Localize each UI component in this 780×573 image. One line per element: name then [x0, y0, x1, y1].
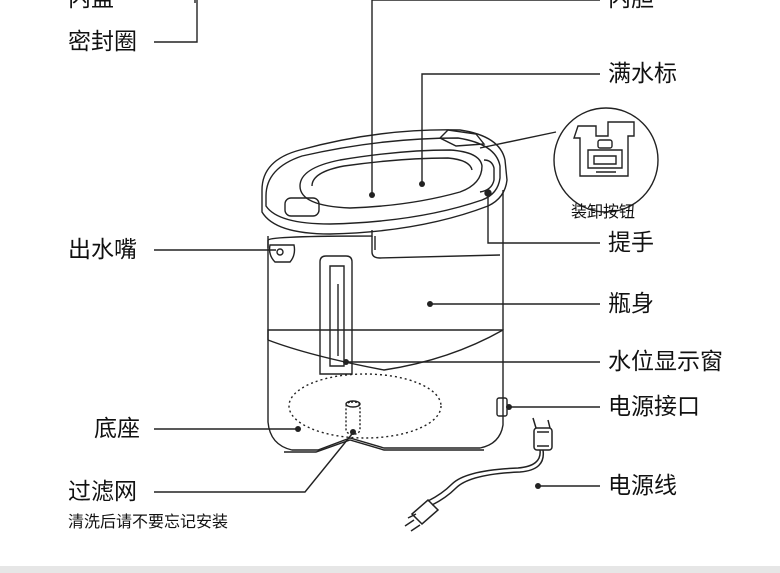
power-port-shape [496, 397, 508, 417]
filter-area-dotted [288, 373, 442, 439]
leader-gasket [154, 0, 198, 43]
dot-body [427, 301, 433, 307]
water-window-shape [319, 255, 353, 375]
label-power-port: 电源接口 [608, 394, 700, 420]
dot-filter [350, 429, 356, 435]
base-bottom-edge [284, 439, 484, 453]
spout-shape [268, 244, 296, 263]
label-lid: 内盖 [68, 0, 114, 12]
label-gasket: 密封圈 [68, 29, 137, 55]
cord-cable [431, 449, 545, 506]
leader-handle [487, 196, 600, 244]
bottom-divider-bar [0, 566, 780, 573]
label-base: 底座 [94, 416, 140, 442]
label-body: 瓶身 [608, 291, 654, 317]
dot-base [295, 426, 301, 432]
label-spout: 出水嘴 [68, 237, 137, 263]
leader-release [479, 131, 557, 149]
lid-button [284, 197, 320, 217]
label-filter-note: 清洗后请不要忘记安装 [68, 512, 229, 531]
leader-inner-pot [371, 0, 600, 193]
label-release-button: 装卸按钮 [571, 202, 636, 221]
leader-filter [154, 433, 353, 493]
dot-power-cord [535, 483, 541, 489]
base-band-line [267, 329, 504, 371]
label-full-mark: 满水标 [608, 61, 677, 87]
kettle-body-shape [267, 190, 504, 340]
label-handle: 提手 [608, 230, 654, 256]
lid-rim [265, 137, 501, 225]
label-water-window: 水位显示窗 [608, 349, 723, 375]
dot-water-window [343, 359, 349, 365]
kettle-base-shape [267, 329, 504, 451]
inner-opening [299, 149, 483, 209]
release-detail-circle [553, 107, 659, 213]
lid-outer [261, 129, 508, 235]
dot-inner-pot [369, 192, 375, 198]
filter-mesh [345, 401, 361, 435]
label-filter: 过滤网 [68, 479, 137, 505]
label-power-cord: 电源线 [608, 473, 677, 499]
dot-full-mark [419, 181, 425, 187]
leader-full-mark [421, 73, 600, 184]
label-inner-pot: 内胆 [608, 0, 654, 12]
wall-plug [410, 498, 440, 526]
